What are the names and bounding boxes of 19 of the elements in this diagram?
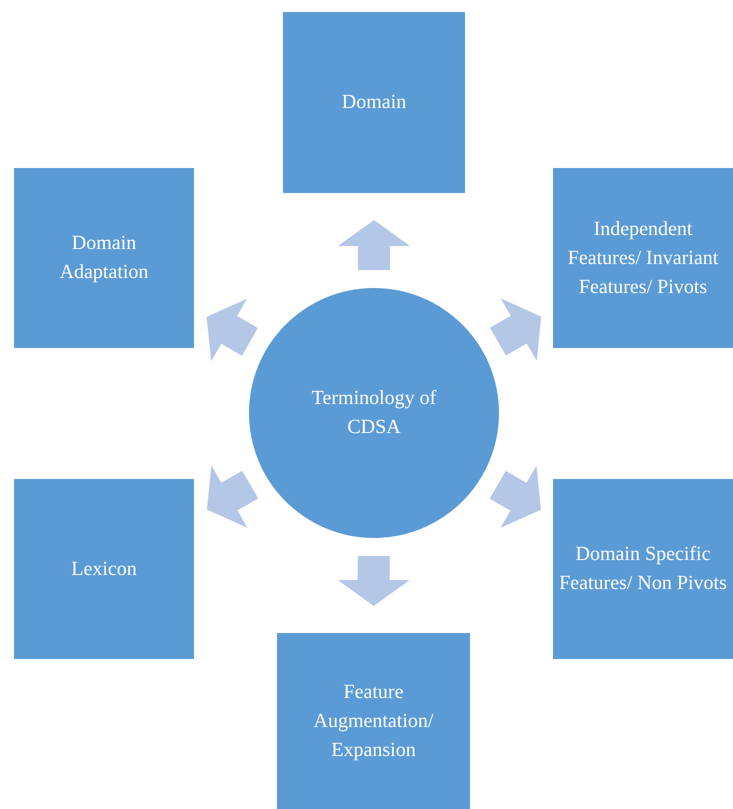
block-arrow (490, 298, 542, 361)
term-box (283, 12, 465, 193)
term-box (553, 479, 733, 659)
term-box (14, 479, 194, 659)
node-label: Domain Adaptation (58, 231, 150, 285)
node-label: Feature Augmentation/ Expansion (312, 680, 434, 762)
node-label: Lexicon (71, 556, 137, 582)
block-arrow (338, 220, 410, 270)
block-arrow (206, 465, 258, 528)
block-arrow (206, 298, 258, 362)
term-box (553, 168, 733, 348)
block-arrow (338, 556, 410, 606)
node-label: Domain Specific Features/ Non Pivots (558, 542, 728, 596)
block-arrow (490, 466, 541, 528)
term-box (14, 168, 194, 348)
term-box (277, 633, 470, 809)
node-label: Terminology of CDSA (310, 386, 438, 440)
node-label: Domain (342, 90, 406, 115)
node-label: Independent Features/ Invariant Features/ Pivots (567, 216, 719, 300)
